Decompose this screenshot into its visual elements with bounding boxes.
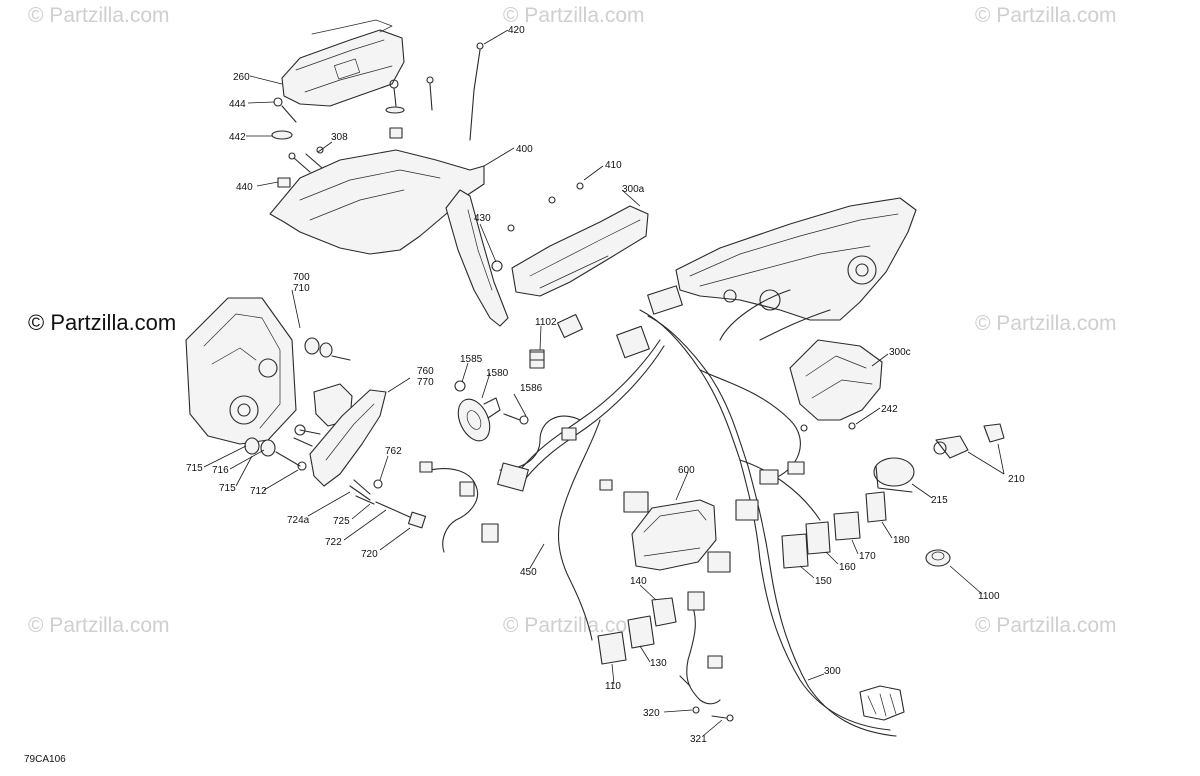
- callout-210: 210: [1008, 474, 1025, 485]
- callout-215: 215: [931, 495, 948, 506]
- wiring-harness-shape: [497, 285, 905, 737]
- callout-242: 242: [881, 404, 898, 415]
- watermark: © Partzilla.com: [975, 614, 1117, 637]
- watermark: © Partzilla.com: [28, 4, 170, 27]
- bracket-760-shape: [309, 389, 427, 529]
- screws-top: [271, 42, 515, 272]
- leader-lines: [203, 29, 1005, 737]
- callout-725: 725: [333, 516, 350, 527]
- watermark: © Partzilla.com: [503, 614, 645, 637]
- watermark-primary: © Partzilla.com: [28, 310, 176, 335]
- watermark: © Partzilla.com: [28, 614, 170, 637]
- callout-320: 320: [643, 708, 660, 719]
- callout-715-lower: 715: [219, 483, 236, 494]
- callout-1580: 1580: [486, 368, 509, 379]
- callout-150: 150: [815, 576, 832, 587]
- horn-1580-shape: [454, 349, 545, 442]
- callout-140: 140: [630, 576, 647, 587]
- callout-430: 430: [474, 213, 491, 224]
- callout-762: 762: [385, 446, 402, 457]
- callout-410: 410: [605, 160, 622, 171]
- callout-712: 712: [250, 486, 267, 497]
- main-frame-shape: [675, 197, 917, 321]
- callout-300c: 300c: [889, 347, 911, 358]
- callout-710: 710: [293, 283, 310, 294]
- callout-400: 400: [516, 144, 533, 155]
- display-600-shape: [631, 499, 717, 571]
- watermark: © Partzilla.com: [975, 312, 1117, 335]
- wire-loop-762: [419, 461, 499, 553]
- callout-110: 110: [605, 681, 621, 692]
- watermark: © Partzilla.com: [503, 4, 645, 27]
- callout-labels: 260 444 442 308 440 420 400 410 300a 430…: [186, 25, 1025, 745]
- callout-720: 720: [361, 549, 378, 560]
- callout-444: 444: [229, 99, 246, 110]
- callout-716: 716: [212, 465, 229, 476]
- callout-308: 308: [331, 132, 348, 143]
- callout-1585: 1585: [460, 354, 483, 365]
- callout-260: 260: [233, 72, 250, 83]
- bracket-300a-shape: [511, 182, 649, 297]
- callout-600: 600: [678, 465, 695, 476]
- callout-180: 180: [893, 535, 910, 546]
- callout-170: 170: [859, 551, 876, 562]
- callout-420: 420: [508, 25, 525, 36]
- callout-724a: 724a: [287, 515, 310, 526]
- callout-1102: 1102: [535, 317, 557, 328]
- callout-700: 700: [293, 272, 310, 283]
- headlight-700-shape: [185, 297, 297, 445]
- switch-components-lower: [597, 591, 734, 722]
- callout-715-upper: 715: [186, 463, 203, 474]
- callout-760: 760: [417, 366, 434, 377]
- watermark: © Partzilla.com: [975, 4, 1117, 27]
- callout-300a: 300a: [622, 184, 645, 195]
- callout-1100: 1100: [978, 591, 1000, 602]
- switch-components-right: [781, 423, 1005, 569]
- callout-722: 722: [325, 537, 342, 548]
- diagram-code: 79CA106: [24, 754, 66, 765]
- callout-300: 300: [824, 666, 841, 677]
- callout-770: 770: [417, 377, 434, 388]
- callout-442: 442: [229, 132, 246, 143]
- callout-160: 160: [839, 562, 856, 573]
- washers-712-716: [244, 337, 351, 471]
- cover-260-shape: [281, 19, 405, 107]
- callout-440: 440: [236, 182, 253, 193]
- bracket-300c-shape: [789, 339, 883, 432]
- callout-321: 321: [690, 734, 707, 745]
- watermark-group: © Partzilla.com © Partzilla.com © Partzi…: [28, 4, 1117, 637]
- callout-130: 130: [650, 658, 667, 669]
- bracket-400-shape: [269, 149, 509, 327]
- callout-1586: 1586: [520, 383, 543, 394]
- callout-450: 450: [520, 567, 537, 578]
